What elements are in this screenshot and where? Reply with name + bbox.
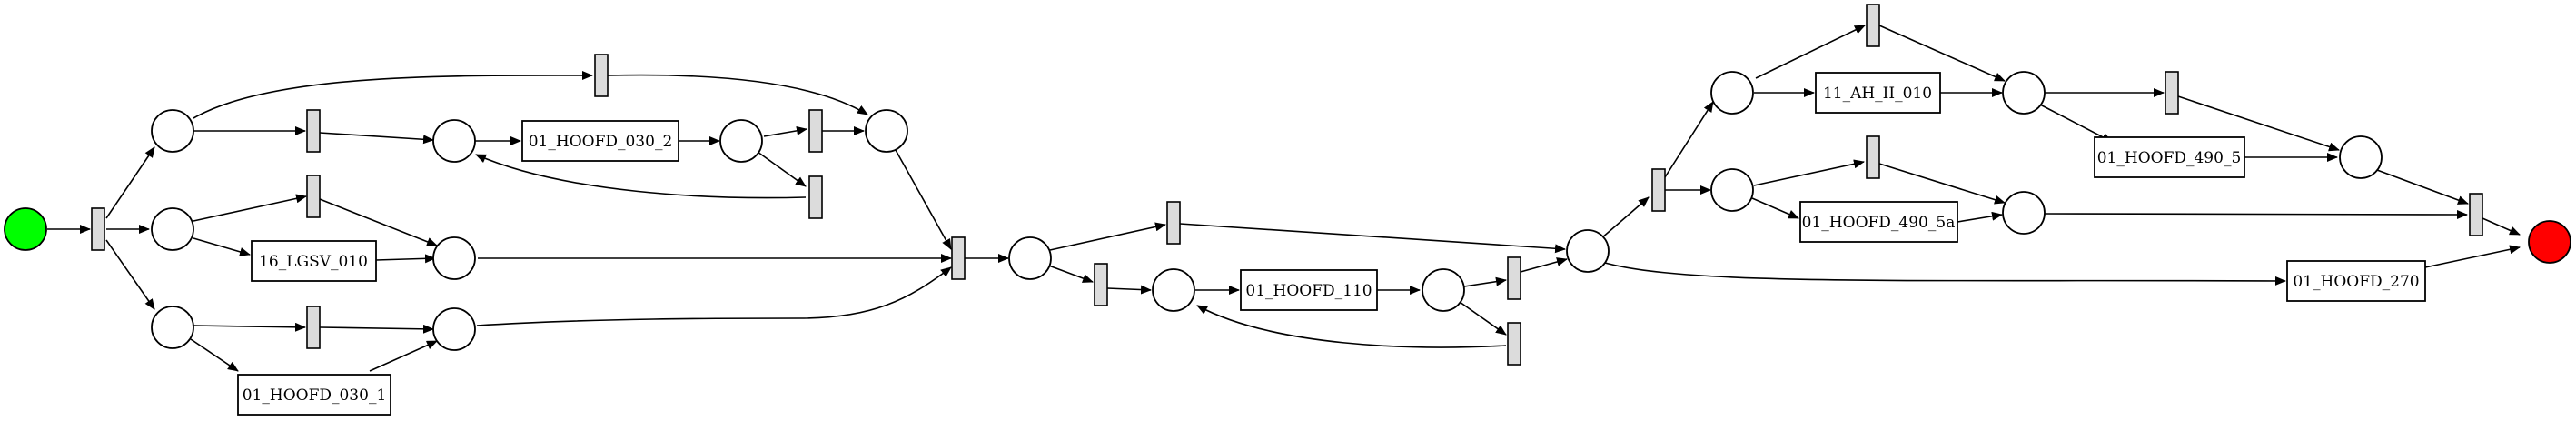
transition-01-hoofd-030-1[interactable]: 01_HOOFD_030_1 — [237, 374, 391, 416]
silent-transition[interactable] — [1507, 322, 1521, 366]
place[interactable] — [1566, 229, 1610, 273]
transition-16-lgsv-010[interactable]: 16_LGSV_010 — [251, 240, 377, 282]
edge — [1179, 223, 1566, 254]
edge — [369, 340, 438, 372]
silent-transition[interactable] — [2469, 193, 2483, 236]
silent-transition[interactable] — [808, 109, 823, 153]
edge — [2177, 95, 2340, 152]
silent-transition[interactable] — [594, 54, 609, 97]
edge — [607, 74, 868, 115]
edge — [193, 237, 251, 256]
edge — [1598, 260, 2286, 286]
edge — [1755, 25, 1866, 79]
edge — [1664, 101, 1714, 178]
transition-label: 16_LGSV_010 — [259, 253, 368, 271]
transition-01-hoofd-030-2[interactable]: 01_HOOFD_030_2 — [521, 120, 679, 162]
edge — [1600, 196, 1650, 239]
edge — [1878, 163, 2006, 205]
end-place[interactable] — [2528, 220, 2571, 264]
silent-transition[interactable] — [808, 175, 823, 219]
edge — [763, 125, 807, 137]
place[interactable] — [432, 236, 476, 280]
edge — [193, 194, 307, 222]
labeled-transitions: 16_LGSV_010 01_HOOFD_030_1 01_HOOFD_030_… — [237, 72, 2426, 416]
edges — [47, 25, 2521, 372]
edge — [2424, 245, 2521, 268]
transition-11-ah-ii-010[interactable]: 11_AH_II_010 — [1815, 72, 1941, 114]
place[interactable] — [719, 119, 763, 163]
edge — [105, 239, 155, 310]
transition-label: 01_HOOFD_030_2 — [529, 133, 673, 151]
edge — [2376, 169, 2469, 205]
place[interactable] — [1710, 168, 1754, 212]
place[interactable] — [2002, 71, 2046, 115]
start-place[interactable] — [4, 207, 47, 251]
silent-transition[interactable] — [1094, 263, 1108, 306]
place[interactable] — [1422, 268, 1465, 312]
edge — [1463, 276, 1507, 287]
transition-label: 01_HOOFD_490_5 — [2097, 149, 2242, 167]
place[interactable] — [151, 207, 194, 251]
silent-transition[interactable] — [306, 306, 321, 349]
place[interactable] — [432, 307, 476, 351]
silent-transition[interactable] — [1507, 256, 1521, 300]
edge — [475, 154, 807, 199]
silent-transitions — [91, 4, 2483, 366]
edge — [319, 198, 438, 246]
place[interactable] — [432, 119, 476, 163]
place[interactable] — [1710, 71, 1754, 115]
edge — [2043, 209, 2468, 219]
edge — [2039, 104, 2113, 143]
transition-01-hoofd-110[interactable]: 01_HOOFD_110 — [1240, 269, 1378, 311]
silent-transition[interactable] — [1166, 201, 1181, 245]
edge — [319, 324, 434, 334]
edge — [476, 266, 952, 326]
edge — [895, 149, 952, 250]
place[interactable] — [1152, 268, 1195, 312]
edge — [105, 146, 155, 219]
edge — [193, 322, 306, 332]
edge — [193, 70, 593, 119]
edge — [1751, 197, 1799, 219]
edge — [1049, 222, 1166, 251]
transition-label: 01_HOOFD_270 — [2293, 273, 2419, 291]
transition-label: 01_HOOFD_490_5a — [1802, 214, 1956, 232]
edge — [1459, 301, 1507, 336]
edge — [2482, 217, 2521, 236]
silent-transition[interactable] — [2165, 71, 2179, 115]
transition-01-hoofd-270[interactable]: 01_HOOFD_270 — [2286, 260, 2426, 302]
edge — [1196, 305, 1507, 348]
edge — [319, 132, 434, 145]
edge — [1520, 257, 1568, 273]
transition-01-hoofd-490-5[interactable]: 01_HOOFD_490_5 — [2094, 136, 2245, 178]
transition-label: 01_HOOFD_030_1 — [243, 386, 387, 405]
silent-transition[interactable] — [1866, 135, 1880, 179]
edge — [1878, 25, 2006, 82]
edge — [190, 338, 239, 372]
edge — [1753, 159, 1865, 186]
edge — [1957, 211, 2003, 223]
transition-01-hoofd-490-5a[interactable]: 01_HOOFD_490_5a — [1799, 201, 1958, 243]
silent-transition[interactable] — [306, 175, 321, 218]
edge — [1045, 264, 1094, 283]
transition-label: 01_HOOFD_110 — [1245, 282, 1372, 300]
silent-transition[interactable] — [306, 109, 321, 153]
edge — [1106, 285, 1152, 295]
silent-transition[interactable] — [951, 236, 966, 280]
silent-transition[interactable] — [1651, 168, 1666, 212]
silent-transition[interactable] — [91, 207, 105, 251]
place[interactable] — [865, 109, 908, 153]
places — [4, 71, 2571, 351]
transition-label: 11_AH_II_010 — [1823, 85, 1932, 103]
place[interactable] — [151, 306, 194, 349]
place[interactable] — [2339, 135, 2383, 179]
place[interactable] — [2002, 191, 2046, 235]
place[interactable] — [1008, 236, 1052, 280]
place[interactable] — [151, 109, 194, 153]
edge — [757, 151, 807, 187]
silent-transition[interactable] — [1866, 4, 1880, 47]
edge — [375, 254, 436, 264]
